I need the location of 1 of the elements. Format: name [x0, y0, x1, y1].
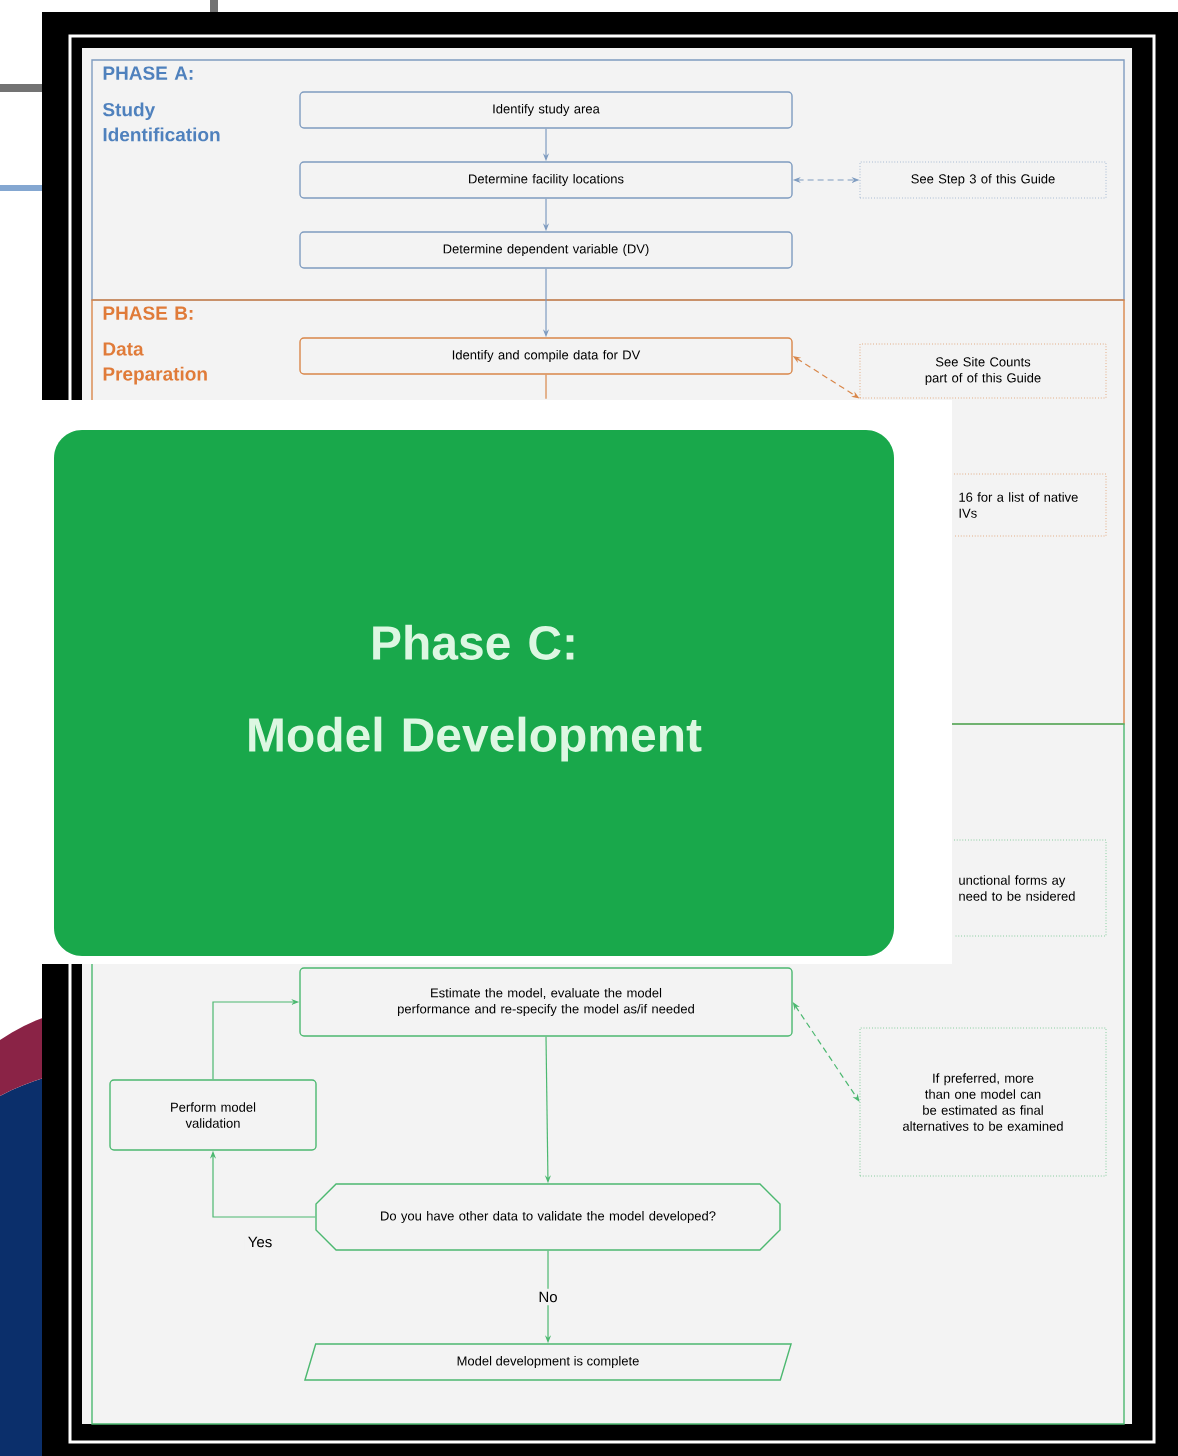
- title-card: Phase C: Model Development: [54, 430, 894, 956]
